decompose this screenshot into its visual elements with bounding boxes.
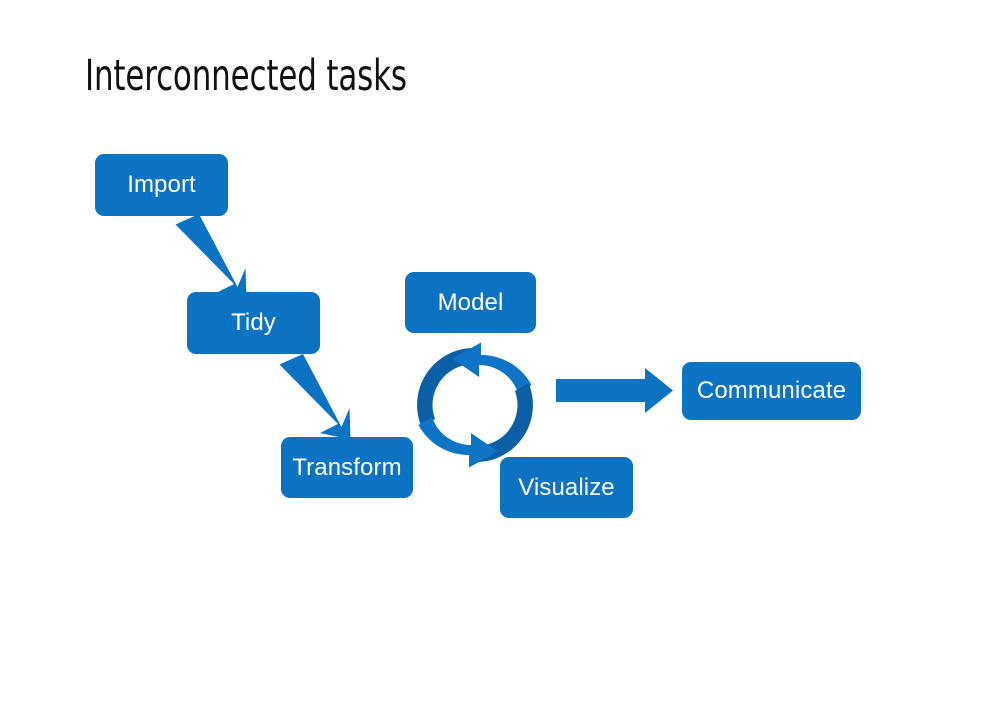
process-node-tidy[interactable]: Tidy [187, 292, 320, 354]
arrow-down-right-icon [175, 214, 247, 300]
cycle-arc-upper [417, 348, 473, 427]
cycle-arrows-icon [417, 342, 533, 468]
cycle-arrowhead-lower [418, 417, 498, 468]
cycle-arrowhead-upper [452, 342, 532, 393]
arrow-down-right-icon [279, 354, 351, 440]
process-node-communicate[interactable]: Communicate [682, 362, 861, 420]
cycle-arc-lower [477, 383, 533, 462]
process-node-transform[interactable]: Transform [281, 437, 413, 498]
process-node-visualize[interactable]: Visualize [500, 457, 633, 518]
connector-import-to-tidy [175, 214, 247, 300]
process-node-model[interactable]: Model [405, 272, 536, 333]
arrow-right-icon [556, 368, 673, 413]
connector-tidy-to-transform [279, 354, 351, 440]
process-node-import[interactable]: Import [95, 154, 228, 216]
page-title: Interconnected tasks [85, 51, 407, 101]
connector-cycle-to-communicate [556, 368, 673, 413]
